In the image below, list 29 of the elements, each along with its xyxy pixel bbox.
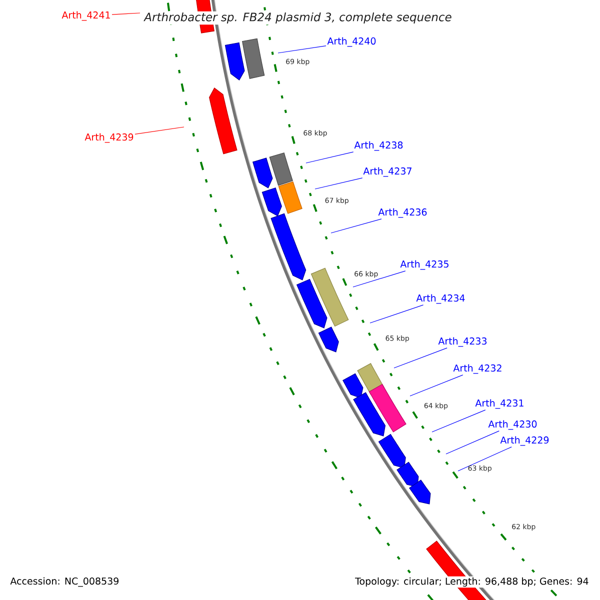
gene-label: Arth_4231 [475,399,524,409]
leader-line [432,410,486,432]
gene-label: Arth_4239 [84,133,134,143]
leader-line [394,348,448,368]
gene-label: Arth_4238 [354,141,403,151]
leader-line [112,12,140,15]
gene-label: Arth_4230 [488,420,537,430]
leader-line [410,374,464,396]
gene-label: Arth_4232 [453,364,502,374]
gene-label: Arth_4237 [363,167,412,177]
leader-line [134,126,184,135]
gene-label: Arth_4233 [438,337,487,347]
leader-line [446,430,500,454]
leader-line [330,218,382,234]
leader-line [314,178,363,190]
gene-label: Arth_4234 [416,294,465,304]
topology-text: Topology: circular; Length: 96,488 bp; Genes: 94 [354,576,590,588]
gene-label: Arth_4235 [400,260,448,270]
accession-text: Accession: NC_008539 [10,577,118,587]
leader-line [352,270,406,288]
leader-line [278,46,326,54]
gene-label: Arth_4240 [327,37,376,47]
gene-label: Arth_4229 [500,436,549,446]
gene-label: Arth_4236 [378,208,427,218]
gene-label: Arth_4241 [62,11,110,21]
title: Arthrobacter sp. FB24 plasmid 3, complete sequence [143,11,453,25]
leader-line [458,446,512,472]
leader-line [370,304,424,324]
leader-line [306,152,354,164]
